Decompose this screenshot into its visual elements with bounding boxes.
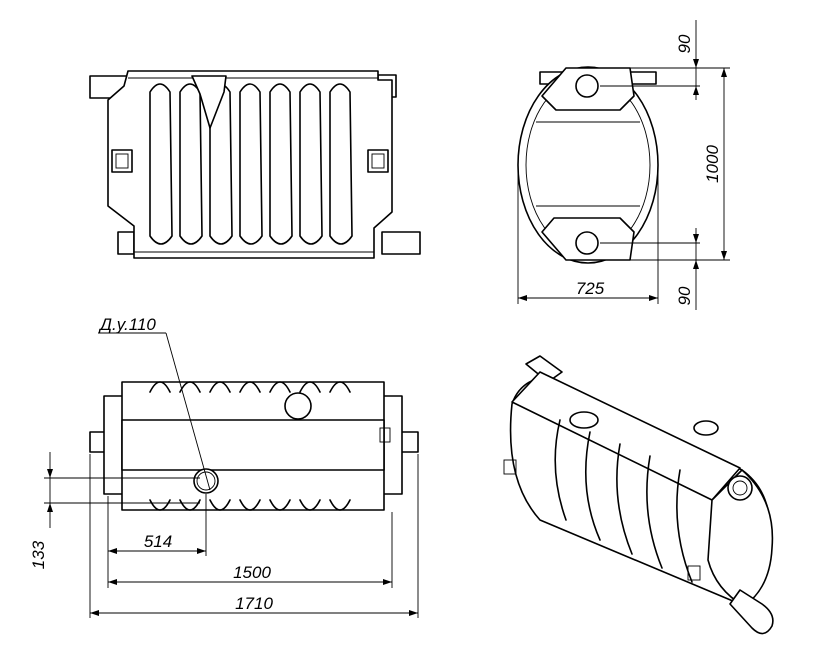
isometric-view	[503, 355, 774, 635]
dim-inlet-height: 133	[29, 540, 48, 569]
top-view-ribs	[149, 381, 351, 511]
top-view-neck	[284, 392, 312, 420]
dim-height: 1000	[703, 145, 722, 183]
dim-bottom-offset: 90	[675, 286, 694, 305]
top-view	[89, 381, 419, 511]
outlet-port	[575, 74, 599, 98]
top-view-inlet	[193, 468, 219, 494]
central-channel	[121, 419, 385, 471]
end-view	[517, 66, 659, 264]
isometric-neck	[569, 411, 599, 429]
inlet-port	[575, 231, 599, 255]
dim-overall-length: 1710	[235, 594, 273, 613]
dim-body-length: 1500	[233, 563, 271, 582]
dim-width: 725	[576, 279, 605, 298]
top-view-dimensions	[44, 332, 419, 618]
dim-top-offset: 90	[675, 34, 694, 53]
end-view-dimensions	[517, 20, 730, 310]
inlet-neck	[191, 75, 227, 129]
isometric-outlet	[727, 475, 753, 501]
side-view-ribs	[149, 83, 353, 245]
isometric-inlet-pipe	[729, 589, 774, 635]
isometric-ribs	[554, 419, 693, 583]
dim-inlet-position: 514	[144, 532, 172, 551]
side-view	[89, 70, 421, 259]
dim-nominal-diameter: Д.у.110	[98, 315, 156, 334]
